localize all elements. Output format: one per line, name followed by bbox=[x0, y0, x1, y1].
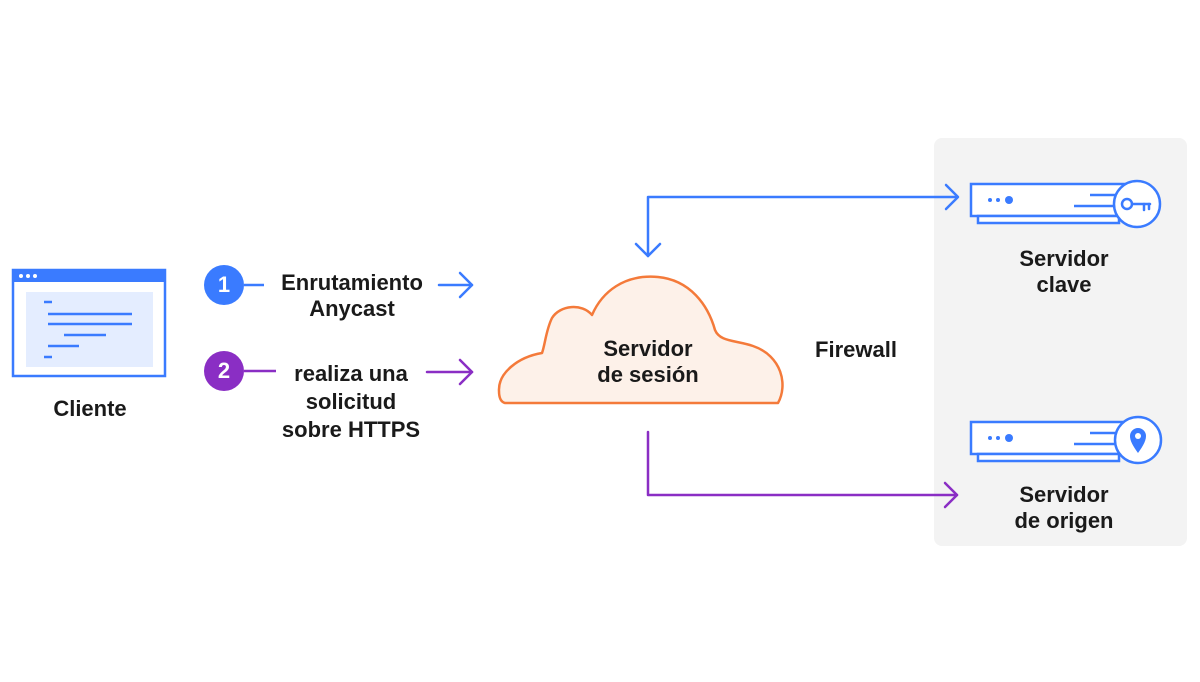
origin-server-label: Servidor de origen bbox=[979, 482, 1149, 534]
session-server-label: Servidor de sesión bbox=[568, 336, 728, 388]
session-server-line-1: Servidor bbox=[603, 336, 693, 361]
step-2-line-2: solicitud bbox=[305, 389, 397, 414]
step-2-badge: 2 bbox=[204, 351, 244, 391]
step-2-arrow bbox=[425, 358, 474, 386]
origin-server-icon bbox=[969, 415, 1163, 465]
cloud-icon bbox=[497, 275, 784, 405]
step-1-label: Enrutamiento Anycast bbox=[262, 270, 442, 322]
key-server-line-1: Servidor bbox=[1019, 246, 1109, 271]
step-2-line-1: realiza una bbox=[294, 361, 408, 386]
client-label: Cliente bbox=[53, 396, 127, 421]
browser-window-icon bbox=[11, 268, 167, 378]
key-server-to-cloud-arrow bbox=[634, 183, 960, 258]
step-1-badge: 1 bbox=[204, 265, 244, 305]
key-server-label: Servidor clave bbox=[989, 246, 1139, 298]
location-pin-icon bbox=[1130, 428, 1146, 453]
step-2-label: realiza una solicitud sobre HTTPS bbox=[261, 360, 441, 444]
step-2-line-3: sobre HTTPS bbox=[281, 417, 421, 442]
step-1-line-1: Enrutamiento bbox=[281, 270, 423, 295]
firewall-label: Firewall bbox=[815, 337, 897, 362]
session-server-line-2: de sesión bbox=[597, 362, 699, 387]
step-1-arrow bbox=[437, 271, 474, 299]
key-icon bbox=[1120, 197, 1152, 212]
origin-server-line-1: Servidor bbox=[1019, 482, 1109, 507]
key-server-line-2: clave bbox=[1036, 272, 1092, 297]
step-1-line-2: Anycast bbox=[309, 296, 395, 321]
key-server-icon bbox=[969, 179, 1162, 229]
origin-server-line-2: de origen bbox=[1014, 508, 1114, 533]
cloud-to-origin-arrow bbox=[646, 430, 959, 509]
